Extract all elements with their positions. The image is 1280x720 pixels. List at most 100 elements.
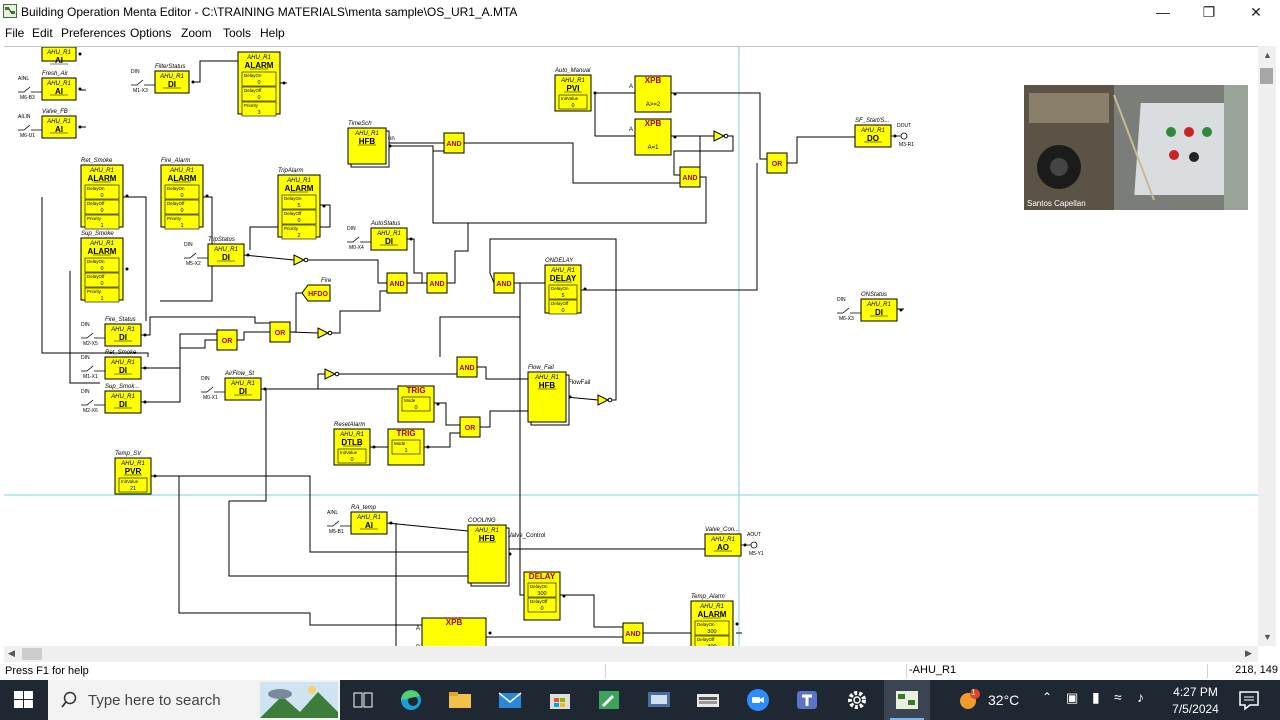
windows-start-icon[interactable] (11, 688, 37, 712)
notification-icon[interactable] (1236, 688, 1262, 712)
tools-icon[interactable] (596, 688, 622, 712)
param-name: Priority (244, 103, 259, 108)
block-type: XPB (446, 618, 463, 627)
or-gate-2[interactable]: OR (269, 321, 291, 343)
and-gate-2[interactable]: AND (679, 166, 701, 188)
minimize-icon[interactable]: — (1156, 4, 1170, 20)
menu-help[interactable]: Help (260, 26, 285, 40)
battery-icon[interactable]: ▮ (1092, 689, 1100, 705)
horizontal-scroll-thumb[interactable] (22, 648, 42, 660)
restore-icon[interactable]: ❐ (1202, 3, 1216, 20)
clock-date[interactable]: 7/5/2024 (1172, 702, 1219, 716)
not-gate-4[interactable] (324, 368, 340, 380)
block-prefix: AHU_R1 (46, 119, 71, 125)
or-gate-1[interactable]: OR (766, 152, 788, 174)
param-value: 5 (561, 293, 564, 299)
taskbar-search-box[interactable]: Type here to search (48, 680, 340, 720)
block-xpb3[interactable]: XPBAB (416, 617, 492, 647)
menu-tools[interactable]: Tools (223, 26, 252, 40)
vertical-scroll-thumb[interactable] (1260, 68, 1273, 84)
or-gate-3[interactable]: OR (216, 329, 238, 351)
menu-preferences[interactable]: Preferences (61, 26, 126, 40)
not-gate-5[interactable] (597, 394, 613, 406)
menu-options[interactable]: Options (130, 26, 172, 40)
io-contact (327, 520, 351, 527)
scroll-right-icon[interactable]: ▶ (1245, 648, 1252, 658)
block-temp_alarm[interactable]: Temp_AlarmAHU_R1ALARMDelayOn300DelayOff3… (690, 594, 739, 647)
edge-icon[interactable] (398, 688, 424, 712)
or-gate-4[interactable]: OR (459, 416, 481, 438)
workstation-icon[interactable] (646, 688, 672, 712)
vertical-scrollbar[interactable]: ▲ ▼ (1258, 46, 1276, 646)
scroll-up-icon[interactable]: ▲ (1263, 50, 1272, 60)
and-gate-6[interactable]: AND (456, 356, 478, 378)
and-gate-1[interactable]: AND (443, 132, 465, 154)
block-fire_alarm[interactable]: Fire_AlarmAHU_R1ALARMDelayOn0DelayOff0Pr… (160, 158, 209, 230)
and-gate-3[interactable]: AND (386, 272, 408, 294)
network-device-icon[interactable]: ▣ (1066, 690, 1079, 705)
clock-time[interactable]: 4:27 PM (1173, 685, 1218, 699)
scroll-left-icon[interactable]: ◀ (8, 648, 15, 658)
horizontal-scrollbar[interactable]: ◀ ▶ (4, 646, 1258, 662)
store-icon[interactable] (547, 688, 573, 712)
not-gate-1[interactable] (713, 130, 729, 142)
mail-icon[interactable] (497, 688, 523, 712)
and-gate-7[interactable]: AND (622, 622, 644, 644)
scroll-down-icon[interactable]: ▼ (1263, 632, 1272, 642)
menu-file[interactable]: File (5, 26, 25, 40)
menu-zoom[interactable]: Zoom (181, 26, 212, 40)
menta-taskbar-button[interactable] (884, 680, 930, 720)
settings-gear-icon[interactable] (844, 688, 870, 712)
block-ret_smoke[interactable]: Ret_SmokeAHU_R1ALARMDelayOn0DelayOff0Pri… (80, 158, 129, 230)
chevron-up-icon[interactable]: ⌃ (1042, 690, 1053, 704)
close-icon[interactable]: ✕ (1250, 3, 1262, 20)
and-gate-5[interactable]: AND (493, 272, 515, 294)
not-gate-3[interactable] (317, 327, 333, 339)
tool-box-icon[interactable] (695, 688, 721, 712)
task-view-icon[interactable] (350, 688, 376, 712)
teams-icon[interactable] (794, 688, 820, 712)
and-gate-4[interactable]: AND (426, 272, 448, 294)
block-name: TimeSch (348, 121, 372, 127)
block-trip_alarm[interactable]: TripAlarmAHU_R1ALARMDelayOn5DelayOff0Pri… (277, 168, 326, 240)
wifi-icon[interactable]: ≈ (1114, 689, 1122, 705)
block-sup_smoke[interactable]: Sup_SmokeAHU_R1ALARMDelayOn0DelayOff0Pri… (80, 231, 129, 303)
not-gate-2[interactable] (293, 254, 309, 266)
io-pin: M6-B3 (20, 95, 35, 101)
volume-icon[interactable]: ♪ (1137, 689, 1144, 705)
zoom-icon[interactable] (745, 688, 771, 712)
weather-icon[interactable] (956, 688, 982, 712)
file-explorer-icon[interactable] (447, 688, 473, 712)
gate-body (386, 272, 408, 294)
menu-edit[interactable]: Edit (32, 26, 53, 40)
